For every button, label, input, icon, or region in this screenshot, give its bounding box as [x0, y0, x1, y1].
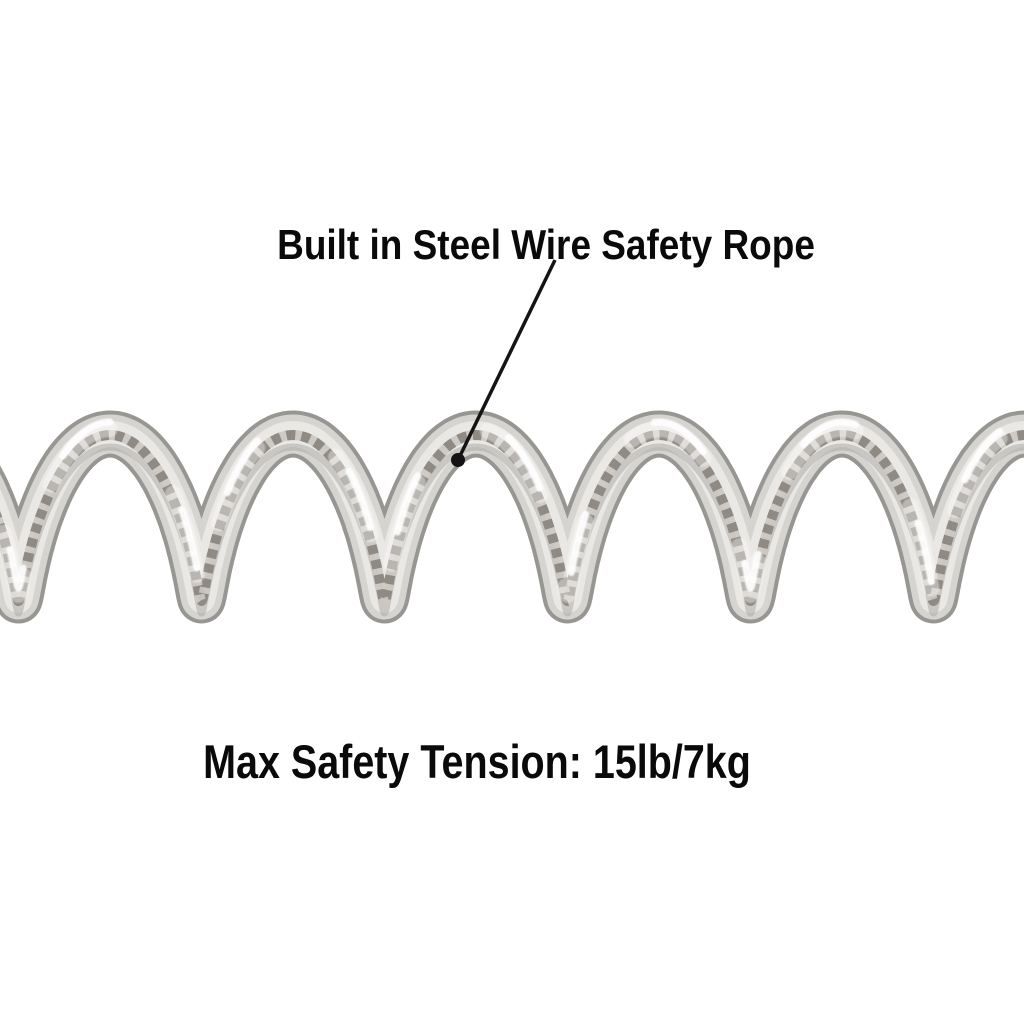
coiled-cable	[0, 410, 1024, 624]
pointer-dot	[451, 453, 465, 467]
annotation-bottom-label: Max Safety Tension: 15lb/7kg	[203, 735, 751, 788]
leader-line	[456, 259, 557, 461]
leader	[451, 259, 557, 467]
steel-wire	[0, 430, 1024, 606]
annotation-top-label: Built in Steel Wire Safety Rope	[277, 221, 815, 268]
tube-sheen	[0, 421, 1024, 603]
